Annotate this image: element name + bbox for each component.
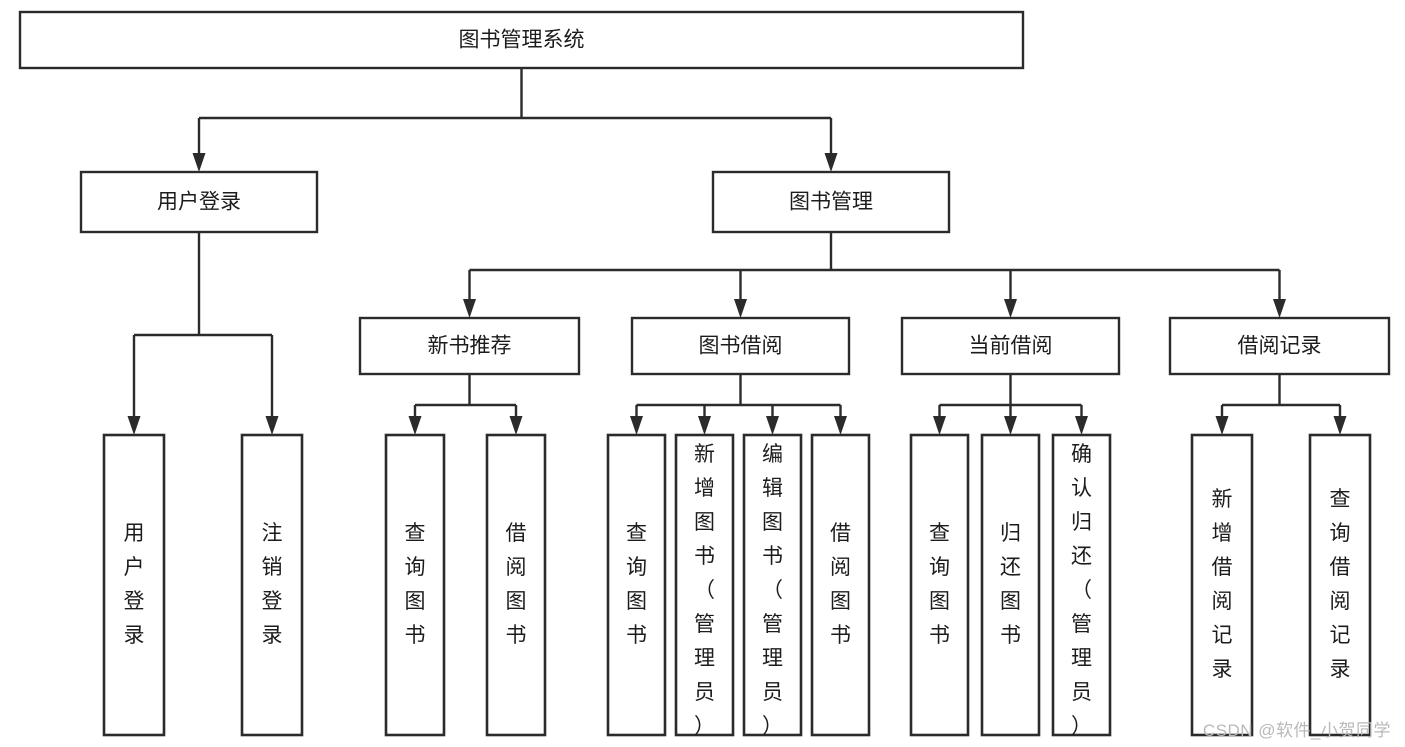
node-leaf-add-record[interactable]: 新增借阅记录: [1190, 433, 1254, 737]
node-label: 新增图书（管理员）: [694, 443, 715, 738]
connector-arrowhead: [408, 416, 422, 435]
node-box[interactable]: [384, 433, 446, 737]
connector-arrowhead: [265, 416, 279, 435]
node-label: 当前借阅: [969, 335, 1053, 358]
node-label: 确认归还（管理员）: [1071, 443, 1092, 738]
connector-layer: [127, 68, 1347, 435]
node-leaf-query-book-1[interactable]: 查询图书: [384, 433, 446, 737]
connector-arrowhead: [1333, 416, 1347, 435]
node-label: 借阅图书: [830, 522, 851, 647]
connector-arrowhead: [766, 416, 779, 435]
node-leaf-query-record[interactable]: 查询借阅记录: [1308, 433, 1372, 737]
node-box[interactable]: [810, 433, 871, 737]
node-label: 借阅记录: [1238, 335, 1322, 358]
node-label: 查询借阅记录: [1330, 488, 1351, 681]
connector-conn-current-borrow: [933, 374, 1088, 435]
node-label: 图书管理系统: [459, 29, 585, 52]
node-leaf-query-book-2[interactable]: 查询图书: [606, 433, 667, 737]
connector-arrowhead: [734, 299, 747, 318]
connector-arrowhead: [1273, 299, 1286, 318]
node-label: 新书推荐: [428, 335, 512, 358]
node-box[interactable]: [485, 433, 547, 737]
node-box[interactable]: [358, 316, 581, 376]
node-box[interactable]: [674, 433, 735, 737]
node-box[interactable]: [900, 316, 1121, 376]
node-box[interactable]: [18, 10, 1025, 70]
node-book-manage[interactable]: 图书管理: [711, 170, 951, 234]
node-layer: 图书管理系统用户登录图书管理新书推荐图书借阅当前借阅借阅记录用户登录注销登录查询…: [18, 10, 1391, 738]
connector-arrowhead: [1215, 416, 1229, 435]
node-label: 借阅图书: [506, 522, 527, 647]
connector-conn-borrow-record: [1215, 374, 1347, 435]
node-box[interactable]: [1168, 316, 1391, 376]
node-label: 用户登录: [124, 522, 145, 647]
node-leaf-edit-book[interactable]: 编辑图书（管理员）: [742, 433, 803, 738]
node-label: 查询图书: [929, 522, 950, 647]
connector-arrowhead: [834, 416, 847, 435]
connector-arrowhead: [933, 416, 946, 435]
connector-arrowhead: [1004, 299, 1017, 318]
node-label: 归还图书: [1000, 522, 1021, 647]
node-box[interactable]: [102, 433, 166, 737]
node-box[interactable]: [1051, 433, 1112, 737]
node-label: 查询图书: [626, 522, 647, 647]
node-box[interactable]: [240, 433, 304, 737]
connector-conn-root: [192, 68, 838, 172]
node-leaf-add-book[interactable]: 新增图书（管理员）: [674, 433, 735, 738]
node-box[interactable]: [909, 433, 970, 737]
node-borrow-record[interactable]: 借阅记录: [1168, 316, 1391, 376]
node-box[interactable]: [630, 316, 851, 376]
node-box[interactable]: [79, 170, 319, 234]
connector-arrowhead: [192, 153, 206, 172]
connector-arrowhead: [509, 416, 523, 435]
connector-arrowhead: [127, 416, 141, 435]
node-label: 新增借阅记录: [1212, 488, 1233, 681]
node-label: 图书管理: [789, 191, 873, 214]
node-leaf-return-book[interactable]: 归还图书: [980, 433, 1041, 737]
node-box[interactable]: [980, 433, 1041, 737]
node-label: 注销登录: [262, 522, 283, 647]
node-leaf-borrow-book-2[interactable]: 借阅图书: [810, 433, 871, 737]
connector-arrowhead: [463, 299, 476, 318]
connector-conn-user-login: [127, 232, 279, 435]
node-box[interactable]: [711, 170, 951, 234]
node-current-borrow[interactable]: 当前借阅: [900, 316, 1121, 376]
connector-conn-book-manage: [463, 232, 1286, 318]
node-leaf-query-book-3[interactable]: 查询图书: [909, 433, 970, 737]
node-label: 查询图书: [405, 522, 426, 647]
node-leaf-borrow-book-1[interactable]: 借阅图书: [485, 433, 547, 737]
node-book-borrow[interactable]: 图书借阅: [630, 316, 851, 376]
node-leaf-user-login[interactable]: 用户登录: [102, 433, 166, 737]
node-box[interactable]: [606, 433, 667, 737]
node-leaf-user-logout[interactable]: 注销登录: [240, 433, 304, 737]
connector-arrowhead: [1004, 416, 1017, 435]
connector-arrowhead: [698, 416, 711, 435]
node-box[interactable]: [1190, 433, 1254, 737]
node-root[interactable]: 图书管理系统: [18, 10, 1025, 70]
node-box[interactable]: [1308, 433, 1372, 737]
connector-arrowhead: [1075, 416, 1088, 435]
node-leaf-confirm-return[interactable]: 确认归还（管理员）: [1051, 433, 1112, 738]
node-label: 编辑图书（管理员）: [762, 443, 783, 738]
connector-arrowhead: [630, 416, 643, 435]
connector-conn-book-borrow: [630, 374, 847, 435]
node-user-login[interactable]: 用户登录: [79, 170, 319, 234]
node-new-book-rec[interactable]: 新书推荐: [358, 316, 581, 376]
node-label: 用户登录: [157, 191, 241, 214]
connector-conn-new-book-rec: [408, 374, 523, 435]
node-label: 图书借阅: [699, 335, 783, 358]
node-box[interactable]: [742, 433, 803, 737]
connector-arrowhead: [824, 153, 838, 172]
